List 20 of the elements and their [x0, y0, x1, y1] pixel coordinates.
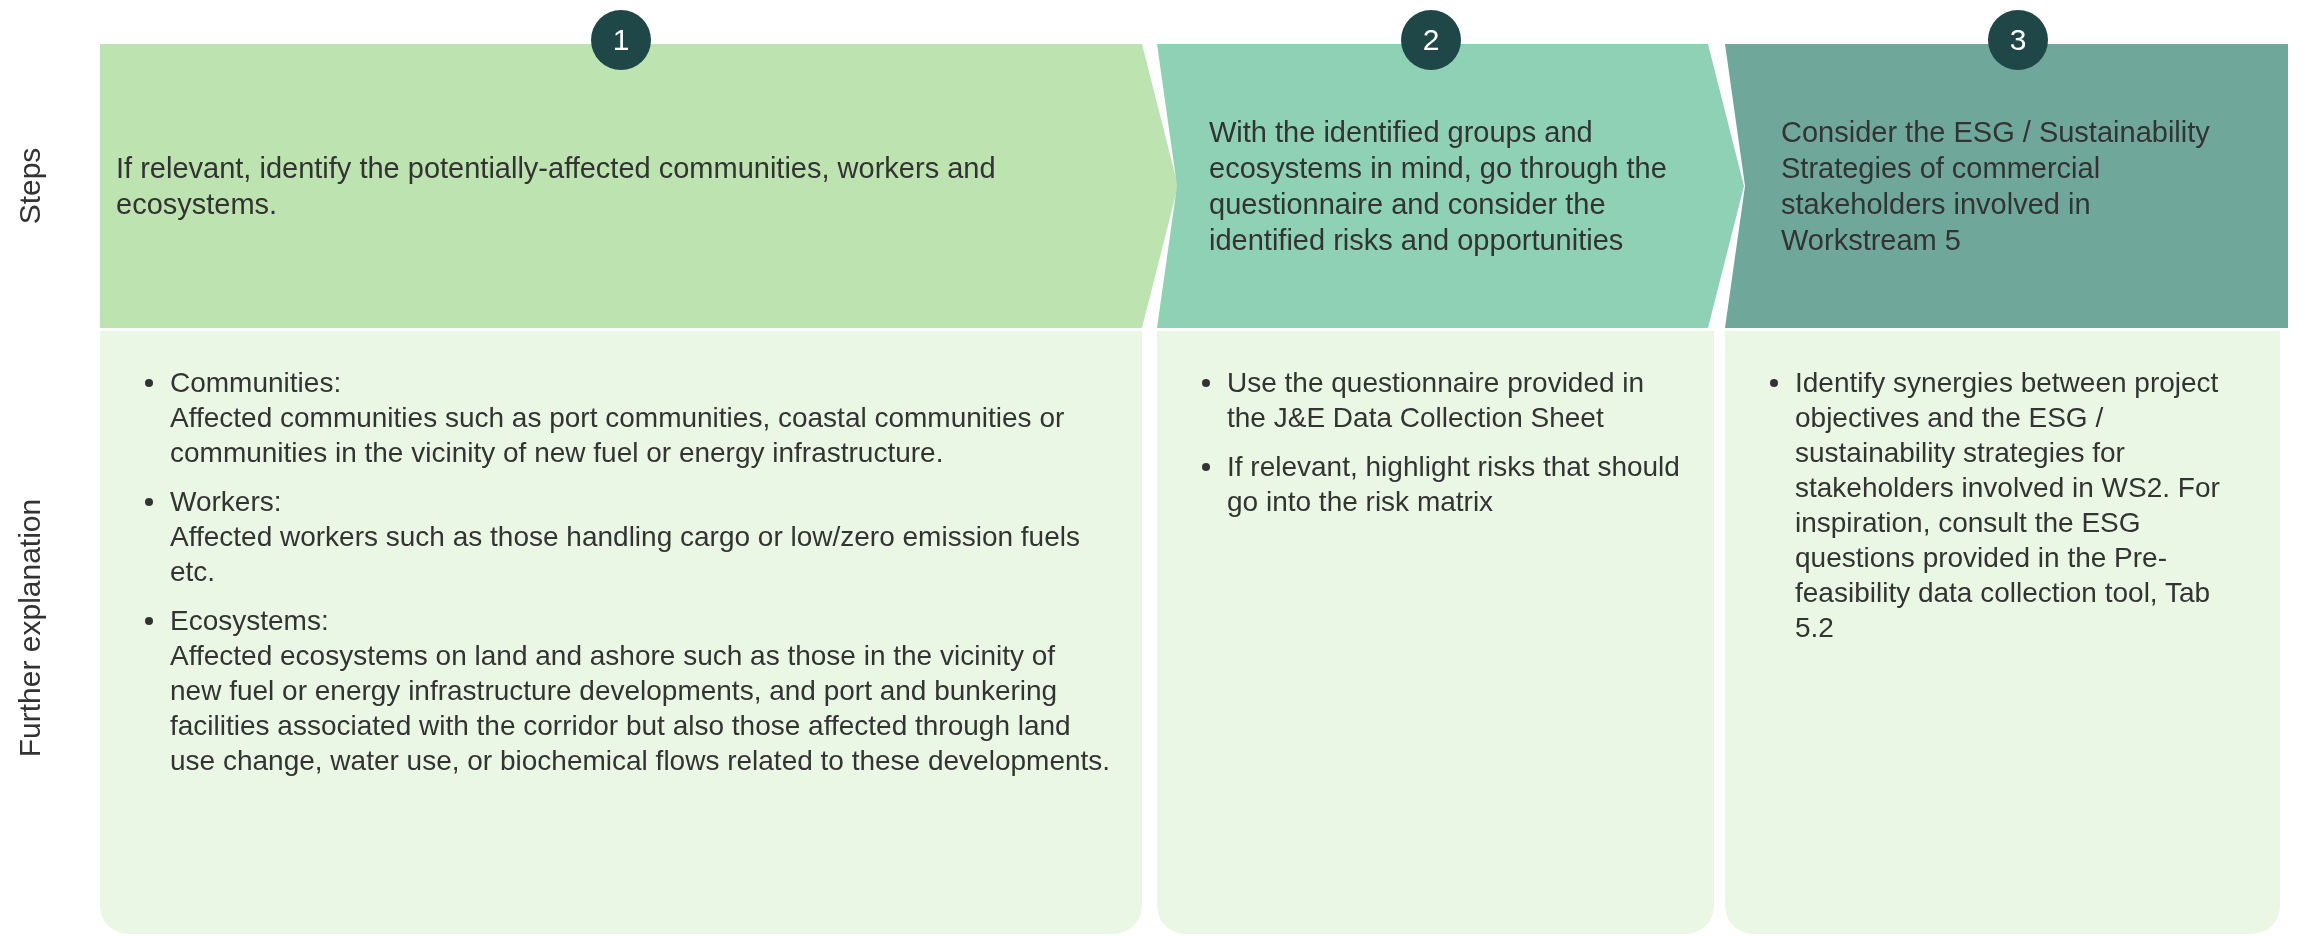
- step-number: 1: [591, 10, 651, 70]
- step-number: 2: [1401, 10, 1461, 70]
- explanation-card: [1725, 331, 2280, 934]
- bullet-text: If relevant, highlight risks that should go into the risk matrix: [1227, 450, 1681, 519]
- bullet-text: Identify synergies between project objectives and the ESG / sustainability strategies for stakeholders involved in WS2. For inspiration, consult the ESG questions provided in the Pre-feasibility data collection tool, Tab 5.2: [1795, 366, 2221, 645]
- step-text: Consider the ESG / Sustainability Strategies of commercial stakeholders involved in Workstream 5: [1781, 115, 2211, 258]
- explanation-card: [1157, 331, 1714, 934]
- bullet-heading: Communities:: [170, 366, 343, 400]
- bullet-text: Affected ecosystems on land and ashore such as those in the vicinity of new fuel or energy infrastructure developments, and port and bunkering facilities associated with the corridor but also those affected through land use change, water use, or biochemical flows related to these developments.: [170, 639, 1112, 778]
- explanation-card: [100, 331, 1142, 934]
- row-label: Further explanation: [13, 498, 47, 758]
- row-label: Steps: [13, 147, 47, 225]
- bullet-heading: Ecosystems:: [170, 604, 330, 638]
- bullet-text: Affected communities such as port communities, coastal communities or communities in the vicinity of new fuel or energy infrastructure.: [170, 401, 1066, 470]
- step-number: 3: [1988, 10, 2048, 70]
- bullet-text: Affected workers such as those handling cargo or low/zero emission fuels etc.: [170, 520, 1081, 589]
- bullet-text: Use the questionnaire provided in the J&E Data Collection Sheet: [1227, 366, 1646, 435]
- step-text: If relevant, identify the potentially-affected communities, workers and ecosystems.: [116, 151, 997, 222]
- bullet-heading: Workers:: [170, 485, 283, 519]
- step-text: With the identified groups and ecosystems in mind, go through the questionnaire and consider the identified risks and opportunities: [1209, 115, 1668, 258]
